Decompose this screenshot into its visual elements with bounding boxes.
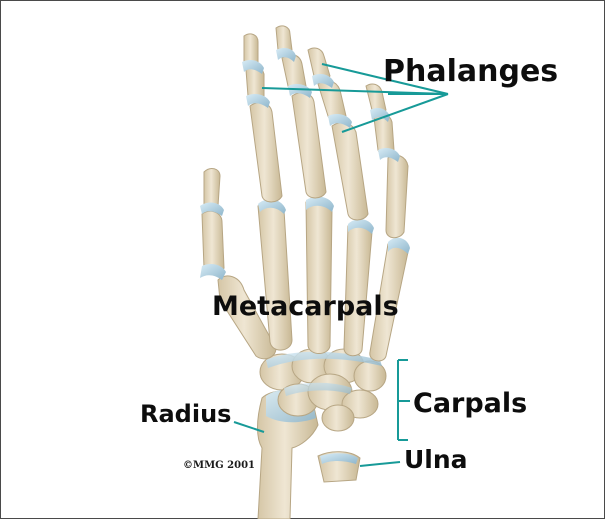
carpals-label: Carpals: [413, 390, 527, 417]
metacarpal-bones: [218, 197, 410, 361]
leader-phalanges-4: [342, 94, 448, 132]
radius-label: Radius: [140, 402, 231, 426]
copyright-notice: ©MMG 2001: [183, 460, 255, 471]
phalanges-label: Phalanges: [383, 57, 558, 87]
leader-ulna: [360, 462, 400, 466]
metacarpals-label: Metacarpals: [212, 293, 399, 320]
ulna-label: Ulna: [404, 447, 468, 472]
thumb-bones: [200, 169, 226, 280]
ulna-bone: [318, 452, 360, 482]
